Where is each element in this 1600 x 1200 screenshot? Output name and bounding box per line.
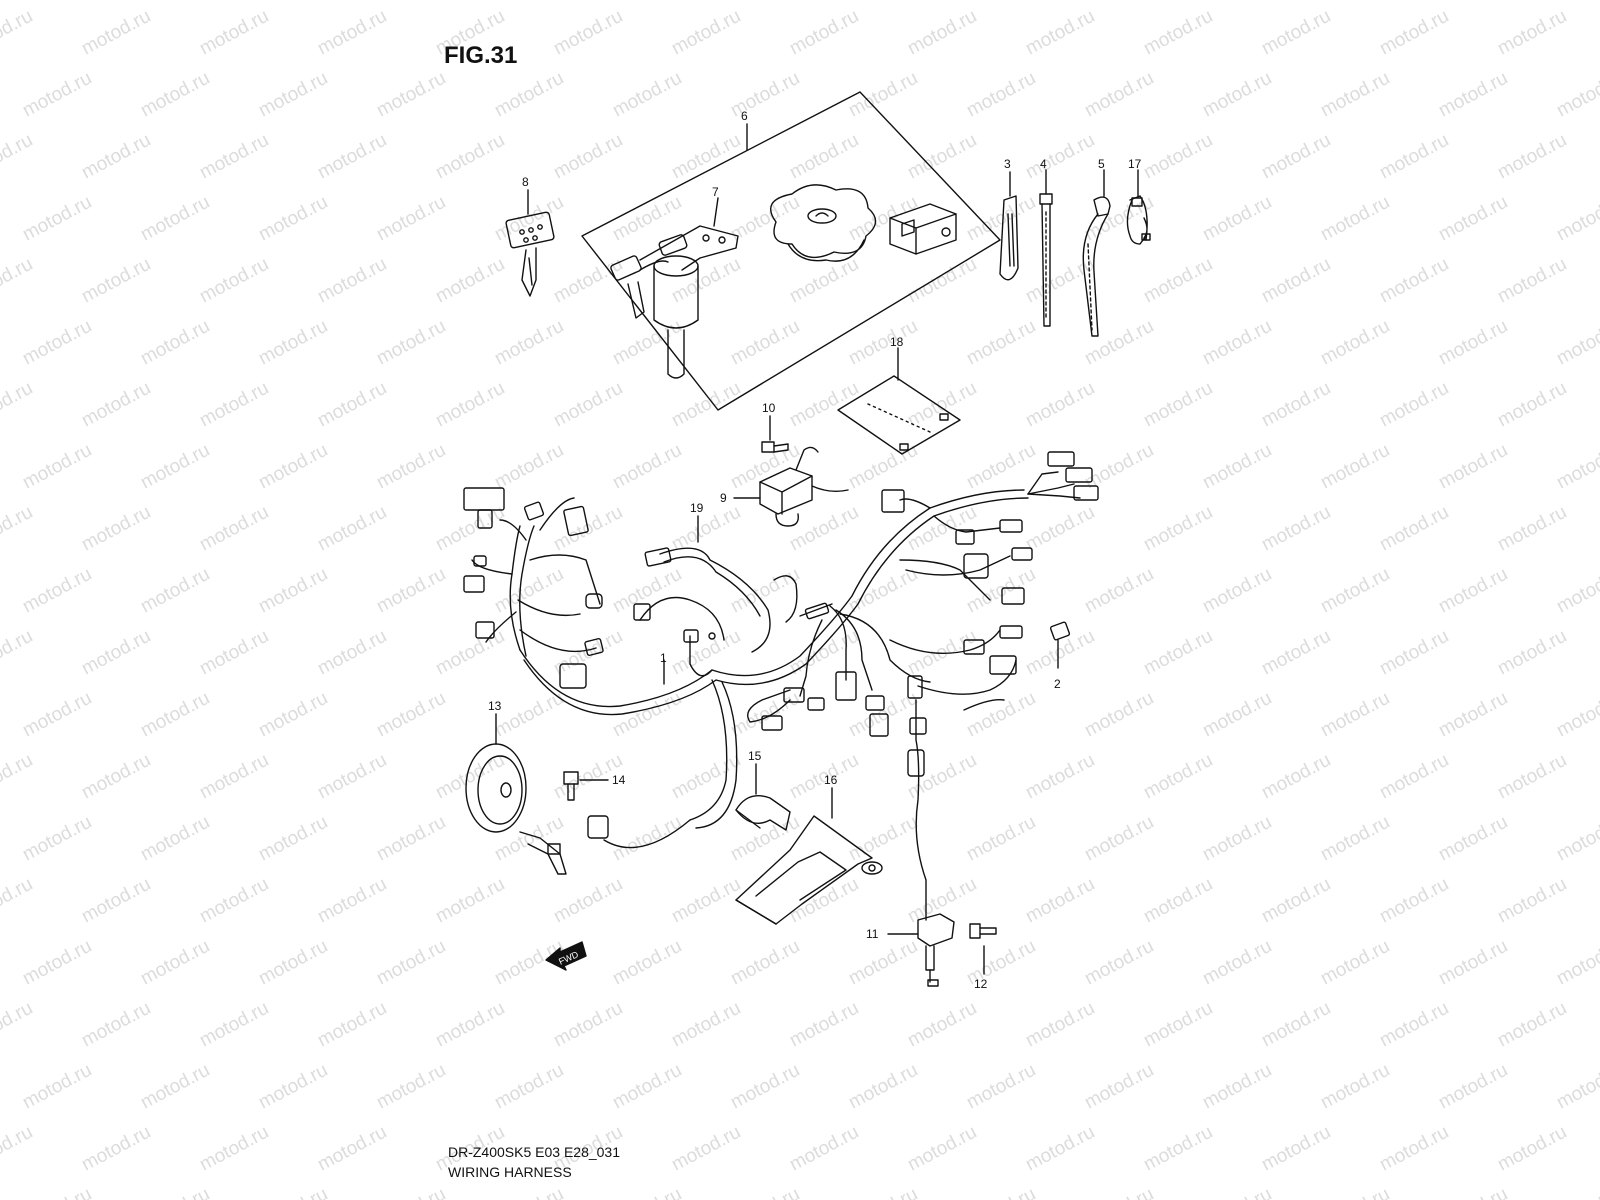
- fuse-part-2: [1049, 621, 1071, 641]
- label-part-6: 6: [741, 109, 748, 123]
- seat-lock-body: [889, 203, 957, 255]
- label-part-16: 16: [824, 773, 838, 787]
- switch-part-11: [917, 913, 955, 987]
- clamp-part-3: [999, 195, 1019, 281]
- fuel-cap: [770, 184, 877, 262]
- label-part-18: 18: [890, 335, 904, 349]
- label-part-19: 19: [690, 501, 704, 515]
- cover-part-15: [735, 795, 791, 831]
- connector: [463, 487, 505, 511]
- ignition-set-outline: [581, 91, 1001, 411]
- label-part-2: 2: [1054, 677, 1061, 691]
- bolt-part-14: [563, 771, 579, 801]
- label-part-1: 1: [660, 651, 667, 665]
- bracket-part-16: [735, 815, 883, 925]
- label-part-17: 17: [1128, 157, 1142, 171]
- label-part-5: 5: [1098, 157, 1105, 171]
- forward-direction-arrow: [545, 941, 587, 971]
- horn-part-13: [465, 743, 567, 875]
- label-part-12: 12: [974, 977, 988, 991]
- label-part-13: 13: [488, 699, 502, 713]
- diagram-caption: WIRING HARNESS: [448, 1164, 572, 1180]
- main-wiring-harness: [463, 451, 1099, 921]
- label-sheet-part-18: [837, 375, 961, 455]
- label-part-9: 9: [720, 491, 727, 505]
- label-part-3: 3: [1004, 157, 1011, 171]
- label-part-11: 11: [866, 927, 879, 941]
- label-part-15: 15: [748, 749, 762, 763]
- label-part-10: 10: [762, 401, 776, 415]
- bolt-part-10: [761, 441, 789, 453]
- clamp-part-17: [1126, 195, 1151, 245]
- leader-7: [713, 197, 719, 227]
- bolt-part-12: [969, 923, 997, 939]
- figure-title: FIG.31: [444, 42, 518, 69]
- key-part-8: [505, 211, 555, 297]
- label-part-8: 8: [522, 175, 529, 189]
- tie-part-4: [1039, 193, 1053, 327]
- tie-part-5: [1082, 196, 1111, 337]
- model-code: DR-Z400SK5 E03 E28_031: [448, 1144, 620, 1160]
- label-part-14: 14: [612, 773, 626, 787]
- switch-part-9: [759, 446, 849, 527]
- label-part-4: 4: [1040, 157, 1047, 171]
- label-part-7: 7: [712, 185, 719, 199]
- ignition-switch-part-7: [610, 225, 739, 379]
